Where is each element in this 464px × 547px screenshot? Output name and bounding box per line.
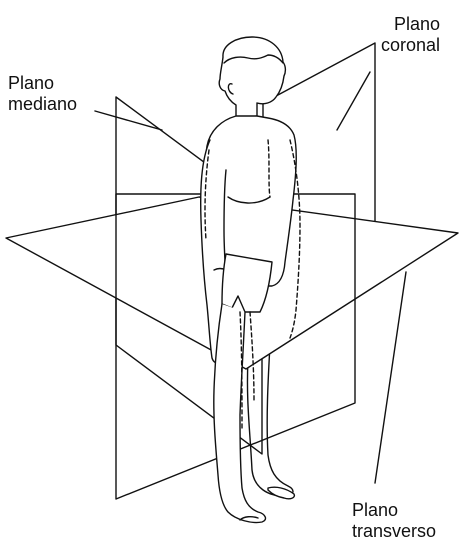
figure-back-foot [268,487,294,499]
transverse-label-line2: transverso [352,521,436,542]
coronal-label-line2: coronal [381,35,440,56]
coronal-plane-label: Plano coronal [381,14,440,56]
coronal-label-line1: Plano [381,14,440,35]
median-label-line1: Plano [8,73,77,94]
transverse-leader [375,272,406,483]
transverse-plane-label: Plano transverso [352,500,436,542]
median-label-line2: mediano [8,94,77,115]
median-plane-label: Plano mediano [8,73,77,115]
transverse-label-line1: Plano [352,500,436,521]
